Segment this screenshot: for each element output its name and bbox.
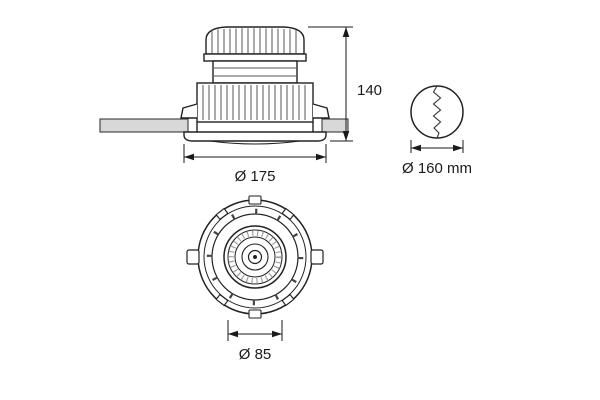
heatsink-cap-fins — [211, 28, 297, 53]
center-dot — [253, 255, 257, 259]
heatsink-cap — [205, 26, 305, 55]
collar-band — [203, 53, 307, 62]
notch-bottom — [248, 309, 262, 319]
led-ring-circle — [241, 243, 269, 271]
screw-tabs — [215, 207, 295, 307]
body-fins — [202, 85, 306, 120]
cutout-break-line — [432, 85, 442, 139]
cutout-extension-lines — [410, 140, 464, 153]
dimension-height: 140 — [308, 26, 382, 142]
ceiling-panel-right — [321, 118, 349, 133]
finned-body — [196, 82, 314, 123]
can-sides — [196, 122, 314, 132]
trim-flange — [183, 131, 327, 142]
flange-diameter-label: Ø 175 — [235, 168, 276, 185]
lens-bezel-circle — [223, 225, 287, 289]
notch-top — [248, 195, 262, 205]
cutout-arrow-right — [453, 144, 463, 152]
lens-arrow-left — [228, 330, 238, 338]
height-arrow-top — [342, 27, 350, 37]
spring-clip-right — [312, 103, 330, 119]
height-dimension-label: 140 — [357, 82, 382, 99]
dimension-flange-diameter: Ø 175 — [183, 144, 327, 185]
cutout-detail — [410, 85, 464, 139]
screw-tab-lower-left — [215, 293, 229, 307]
dimension-lens-diameter: Ø 85 — [227, 320, 283, 363]
flange-arrow-left — [184, 153, 194, 161]
flange-arrow-right — [316, 153, 326, 161]
screw-tab-lower-right — [281, 293, 295, 307]
lens-extension-lines — [227, 320, 283, 341]
led-center-circle — [247, 249, 263, 265]
ceiling-panel-left — [99, 118, 189, 133]
lens-diameter-label: Ø 85 — [239, 346, 272, 363]
flange-inner-circle — [203, 205, 307, 309]
dimension-cutout-diameter: Ø 160 mm — [402, 140, 472, 177]
driver-housing-ribs — [213, 67, 297, 77]
height-arrow-bottom — [342, 131, 350, 141]
screw-tab-upper-left — [215, 207, 229, 221]
lens-arrow-right — [272, 330, 282, 338]
side-tab-right — [310, 249, 324, 265]
screw-tab-upper-right — [281, 207, 295, 221]
lens-arc — [209, 140, 301, 145]
reflector-texture-ring — [228, 230, 282, 284]
spring-clip-left — [180, 103, 198, 119]
side-tab-left — [186, 249, 200, 265]
reflector-circle — [234, 236, 276, 278]
side-view — [99, 26, 349, 145]
trim-ring-ticks — [206, 208, 304, 306]
cutout-arrow-left — [411, 144, 421, 152]
flange-extension-lines — [183, 144, 327, 163]
driver-housing — [212, 60, 298, 84]
cutout-circle — [410, 85, 464, 139]
cutout-diameter-label: Ø 160 mm — [402, 160, 472, 177]
bottom-view — [186, 195, 324, 319]
